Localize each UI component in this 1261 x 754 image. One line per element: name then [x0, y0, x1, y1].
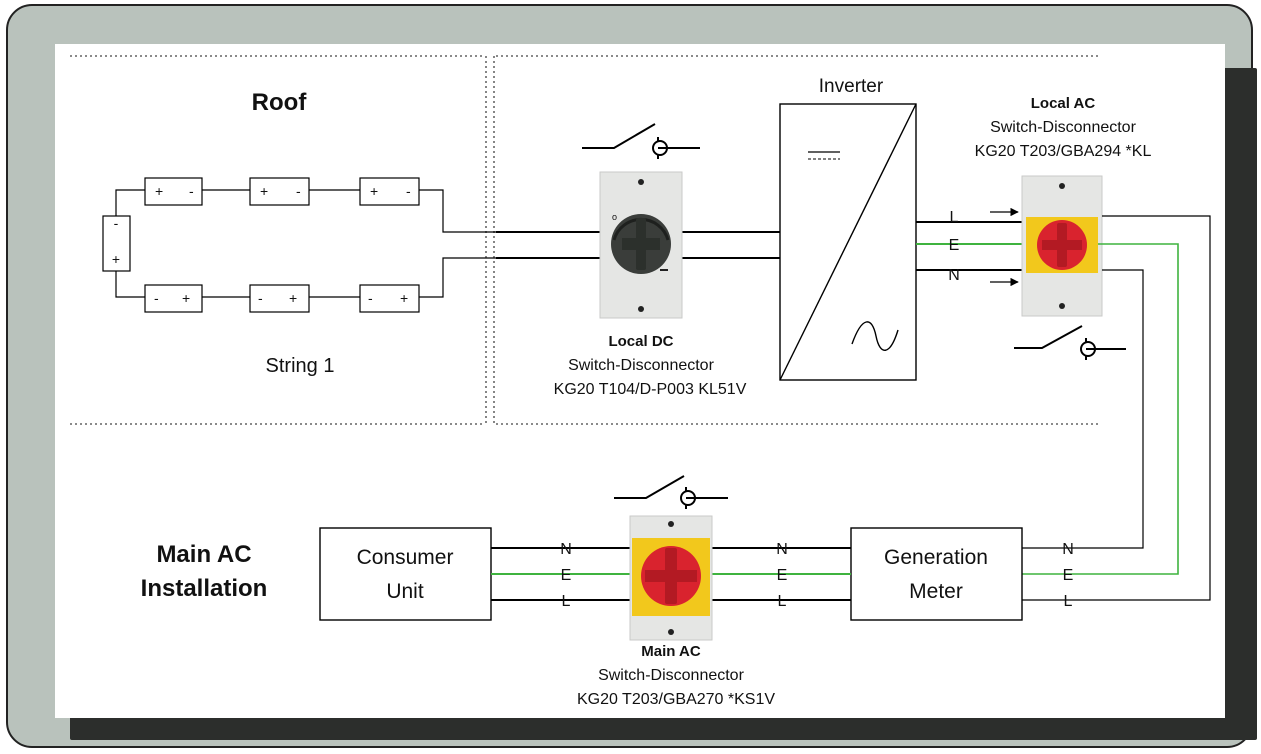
conductor-neutral-label: N [776, 541, 788, 558]
conductor-neutral-label: N [948, 267, 960, 284]
generation-meter-line1: Generation [884, 546, 988, 569]
conductor-neutral-label: N [560, 541, 572, 558]
pv-sign: + [155, 183, 163, 199]
pv-sign: - [368, 290, 373, 306]
consumer-unit-line1: Consumer [357, 546, 454, 569]
main-ac-title: Main AC [641, 643, 701, 660]
pv-sign: - [114, 215, 119, 231]
conductor-earth-label: E [777, 567, 788, 584]
local-ac-subtitle: Switch-Disconnector [990, 119, 1137, 136]
main-ac-isolator [629, 515, 713, 641]
string-label: String 1 [266, 355, 335, 377]
pv-sign: - [154, 290, 159, 306]
consumer-unit-line2: Unit [386, 580, 424, 603]
conductor-earth-label: E [1063, 567, 1074, 584]
conductor-live-label: L [1064, 593, 1073, 610]
pv-module-vertical [102, 215, 131, 272]
main-ac-subtitle: Switch-Disconnector [598, 667, 745, 684]
pv-sign: + [370, 183, 378, 199]
pv-sign: + [112, 251, 120, 267]
generation-meter-box [850, 527, 1023, 621]
pv-module [249, 177, 310, 206]
conductor-live-label: L [562, 593, 571, 610]
generation-meter-line2: Meter [909, 580, 963, 603]
inverter-box [779, 103, 917, 381]
pv-module [144, 177, 203, 206]
inverter-title: Inverter [819, 76, 884, 97]
pv-module [359, 177, 420, 206]
local-dc-subtitle: Switch-Disconnector [568, 357, 715, 374]
local-ac-isolator [1021, 175, 1103, 317]
local-ac-model: KG20 T203/GBA294 *KL [975, 143, 1152, 160]
pv-module [249, 284, 310, 313]
pv-sign: - [189, 183, 194, 199]
pv-string: - + + - + - + - - + - + - + [102, 177, 496, 313]
roof-title: Roof [252, 89, 308, 116]
installation-title-line2: Installation [141, 575, 268, 602]
conductor-earth-label: E [949, 237, 960, 254]
pv-sign: + [182, 290, 190, 306]
conductor-neutral-label: N [1062, 541, 1074, 558]
consumer-unit-box [319, 527, 492, 621]
main-ac-wiring [491, 547, 851, 601]
local-ac-switch-symbol [1014, 325, 1126, 360]
zone-borders [70, 55, 1098, 425]
local-dc-model: KG20 T104/D-P003 KL51V [554, 381, 747, 398]
local-dc-title: Local DC [608, 333, 673, 350]
main-ac-switch-symbol [614, 475, 728, 509]
svg-text:o: o [612, 212, 617, 222]
installation-title-line1: Main AC [156, 541, 251, 568]
pv-sign: + [260, 183, 268, 199]
ac-run-to-meter [1022, 215, 1211, 601]
dc-switch-symbol [582, 123, 700, 159]
conductor-live-label: L [778, 593, 787, 610]
pv-sign: + [289, 290, 297, 306]
local-dc-isolator: o [599, 171, 683, 319]
pv-sign: - [296, 183, 301, 199]
pv-module [144, 284, 203, 313]
pv-module [359, 284, 420, 313]
dc-wiring [496, 231, 780, 259]
main-ac-model: KG20 T203/GBA270 *KS1V [577, 691, 775, 708]
inverter-ac-output [916, 207, 1022, 287]
pv-sign: - [406, 183, 411, 199]
conductor-live-label: L [950, 209, 959, 226]
local-ac-title: Local AC [1031, 95, 1096, 112]
conductor-earth-label: E [561, 567, 572, 584]
pv-sign: + [400, 290, 408, 306]
pv-sign: - [258, 290, 263, 306]
